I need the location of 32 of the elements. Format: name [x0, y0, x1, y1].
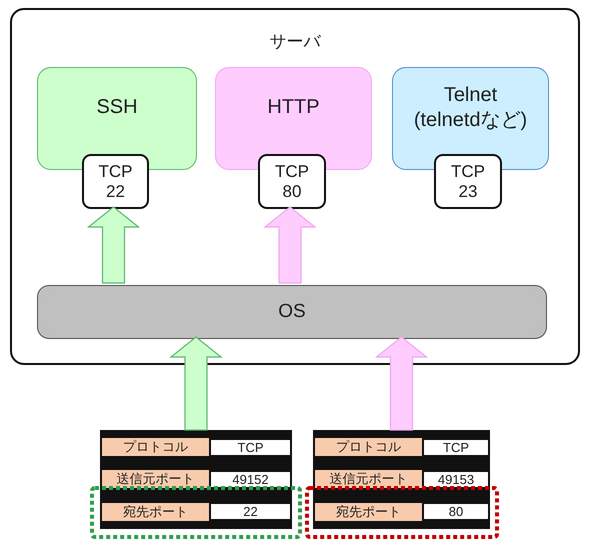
field-value-cell: 49152: [211, 472, 290, 487]
port-box: [258, 154, 326, 209]
packet-table: [313, 430, 490, 529]
service-label: Telnet: [444, 82, 498, 108]
block-arrow: [374, 336, 428, 431]
port-label: TCP 80: [274, 162, 310, 202]
service-label: HTTP: [267, 95, 320, 120]
service-label: (telnetdなど): [414, 108, 528, 132]
field-value-cell: 80: [424, 504, 488, 520]
field-name-cell: 宛先ポート: [315, 502, 422, 521]
os-label: OS: [278, 301, 306, 323]
port-box: [434, 154, 502, 209]
os-bar: [37, 285, 547, 339]
field-value-cell: 22: [211, 504, 290, 520]
field-name-cell: 送信元ポート: [315, 470, 422, 488]
port-box: [82, 154, 149, 209]
block-arrow: [86, 206, 140, 284]
port-label: TCP 23: [450, 162, 486, 202]
field-name-cell: プロトコル: [102, 438, 209, 456]
server-frame: [10, 8, 580, 365]
field-name-cell: 送信元ポート: [102, 470, 209, 488]
packet-table: [100, 430, 292, 529]
field-value-cell: TCP: [424, 440, 488, 455]
field-value-cell: TCP: [211, 440, 290, 455]
port-label: TCP 22: [98, 162, 134, 202]
field-value-cell: 49153: [424, 472, 488, 487]
block-arrow: [169, 336, 223, 431]
service-label: SSH: [96, 95, 138, 120]
block-arrow: [263, 206, 317, 284]
field-name-cell: プロトコル: [315, 438, 422, 456]
server-title: サーバ: [268, 31, 322, 53]
field-name-cell: 宛先ポート: [102, 502, 209, 521]
